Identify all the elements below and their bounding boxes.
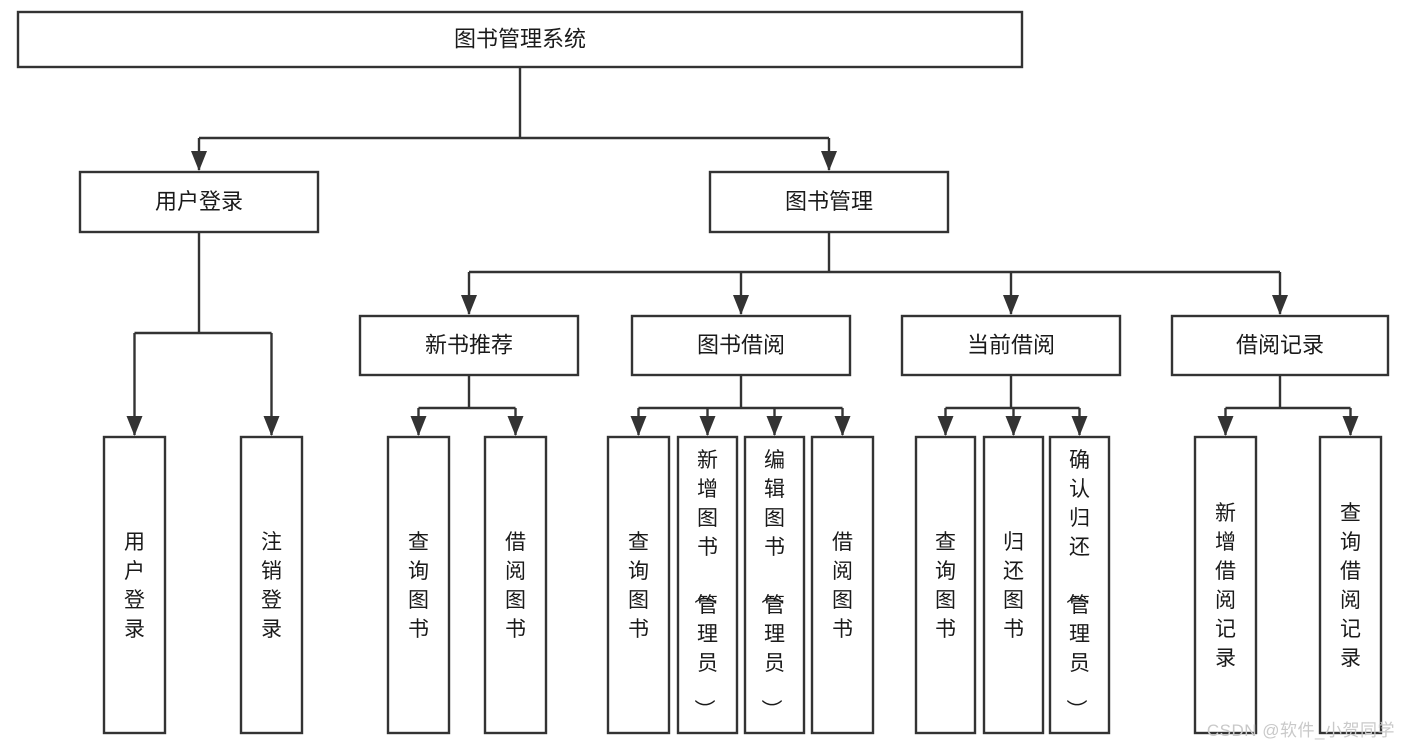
node-box-leaf-edit-book-admin xyxy=(743,435,806,735)
node-box-borrow-record xyxy=(1170,314,1390,377)
arrow-icon-leaf-query-book-borrow xyxy=(630,416,647,436)
node-leaf-borrow-book-rec[interactable]: 借阅图书 xyxy=(483,435,548,735)
arrow-icon-leaf-add-book-admin xyxy=(699,416,716,436)
node-box-leaf-borrow-book xyxy=(810,435,875,735)
node-box-book-borrow xyxy=(630,314,852,377)
node-label-borrow-record: 借阅记录 xyxy=(1236,332,1324,357)
node-leaf-return-book[interactable]: 归还图书 xyxy=(982,435,1045,735)
node-book-manage[interactable]: 图书管理 xyxy=(708,170,950,234)
node-box-leaf-query-borrow-record xyxy=(1318,435,1383,735)
node-label-leaf-borrow-book: 借阅图书 xyxy=(832,531,853,641)
node-label-leaf-confirm-return-admin: 确认归还（管理员） xyxy=(1064,449,1090,720)
node-label-leaf-borrow-book-rec: 借阅图书 xyxy=(505,531,526,641)
arrow-icon-leaf-query-borrow-record xyxy=(1342,416,1359,436)
arrow-icon-leaf-return-book xyxy=(1005,416,1022,436)
node-root[interactable]: 图书管理系统 xyxy=(16,10,1024,69)
node-label-user-login: 用户登录 xyxy=(155,189,243,214)
node-leaf-borrow-book[interactable]: 借阅图书 xyxy=(810,435,875,735)
arrow-icon-leaf-user-logout xyxy=(263,416,280,436)
arrow-icon-user-login xyxy=(191,151,207,171)
node-new-book-recommend[interactable]: 新书推荐 xyxy=(358,314,580,377)
node-label-leaf-user-login: 用户登录 xyxy=(124,531,145,641)
node-box-current-borrow xyxy=(900,314,1122,377)
node-box-leaf-query-book-current xyxy=(914,435,977,735)
node-label-leaf-return-book: 归还图书 xyxy=(1003,531,1024,641)
node-layer: 图书管理系统用户登录图书管理新书推荐图书借阅当前借阅借阅记录用户登录注销登录查询… xyxy=(16,10,1390,735)
node-label-leaf-query-book-borrow: 查询图书 xyxy=(628,531,649,641)
node-box-leaf-user-login xyxy=(102,435,167,735)
arrow-icon-new-book-recommend xyxy=(461,295,477,315)
arrow-icon-leaf-borrow-book xyxy=(834,416,851,436)
node-box-new-book-recommend xyxy=(358,314,580,377)
node-label-leaf-add-book-admin: 新增图书（管理员） xyxy=(692,449,718,720)
node-box-leaf-borrow-book-rec xyxy=(483,435,548,735)
node-user-login[interactable]: 用户登录 xyxy=(78,170,320,234)
arrow-icon-book-manage xyxy=(821,151,837,171)
node-leaf-user-logout[interactable]: 注销登录 xyxy=(239,435,304,735)
node-box-user-login xyxy=(78,170,320,234)
node-box-book-manage xyxy=(708,170,950,234)
node-label-book-manage: 图书管理 xyxy=(785,189,873,214)
node-box-leaf-query-book-borrow xyxy=(606,435,671,735)
node-book-borrow[interactable]: 图书借阅 xyxy=(630,314,852,377)
node-leaf-user-login[interactable]: 用户登录 xyxy=(102,435,167,735)
arrow-icon-leaf-query-book-current xyxy=(937,416,954,436)
node-box-root xyxy=(16,10,1024,69)
node-box-leaf-add-book-admin xyxy=(676,435,739,735)
node-box-leaf-query-book-rec xyxy=(386,435,451,735)
node-box-leaf-return-book xyxy=(982,435,1045,735)
node-label-current-borrow: 当前借阅 xyxy=(967,332,1055,357)
arrow-icon-current-borrow xyxy=(1003,295,1019,315)
arrow-icon-leaf-confirm-return-admin xyxy=(1071,416,1088,436)
node-leaf-query-book-borrow[interactable]: 查询图书 xyxy=(606,435,671,735)
node-leaf-add-borrow-record[interactable]: 新增借阅记录 xyxy=(1193,435,1258,735)
arrow-icon-leaf-edit-book-admin xyxy=(766,416,783,436)
node-label-leaf-query-book-rec: 查询图书 xyxy=(408,531,429,641)
node-leaf-query-book-current[interactable]: 查询图书 xyxy=(914,435,977,735)
node-label-root: 图书管理系统 xyxy=(454,26,586,51)
node-leaf-query-book-rec[interactable]: 查询图书 xyxy=(386,435,451,735)
node-label-new-book-recommend: 新书推荐 xyxy=(425,332,513,357)
arrow-icon-leaf-query-book-rec xyxy=(410,416,427,436)
connector-layer xyxy=(126,67,1359,436)
node-label-leaf-add-borrow-record: 新增借阅记录 xyxy=(1215,502,1236,670)
node-label-leaf-query-book-current: 查询图书 xyxy=(935,531,956,641)
node-current-borrow[interactable]: 当前借阅 xyxy=(900,314,1122,377)
node-box-leaf-confirm-return-admin xyxy=(1048,435,1111,735)
node-leaf-add-book-admin[interactable]: 新增图书（管理员） xyxy=(676,435,739,735)
node-box-leaf-add-borrow-record xyxy=(1193,435,1258,735)
node-label-book-borrow: 图书借阅 xyxy=(697,332,785,357)
arrow-icon-leaf-user-login xyxy=(126,416,143,436)
arrow-icon-book-borrow xyxy=(733,295,749,315)
watermark-label: CSDN @软件_小贺同学 xyxy=(1206,721,1395,740)
node-box-leaf-user-logout xyxy=(239,435,304,735)
arrow-icon-leaf-borrow-book-rec xyxy=(507,416,524,436)
node-label-leaf-user-logout: 注销登录 xyxy=(261,531,282,641)
node-leaf-confirm-return-admin[interactable]: 确认归还（管理员） xyxy=(1048,435,1111,735)
node-leaf-edit-book-admin[interactable]: 编辑图书（管理员） xyxy=(743,435,806,735)
arrow-icon-leaf-add-borrow-record xyxy=(1217,416,1234,436)
node-label-leaf-edit-book-admin: 编辑图书（管理员） xyxy=(759,449,785,720)
node-borrow-record[interactable]: 借阅记录 xyxy=(1170,314,1390,377)
node-label-leaf-query-borrow-record: 查询借阅记录 xyxy=(1340,502,1361,670)
arrow-icon-borrow-record xyxy=(1272,295,1288,315)
node-leaf-query-borrow-record[interactable]: 查询借阅记录 xyxy=(1318,435,1383,735)
